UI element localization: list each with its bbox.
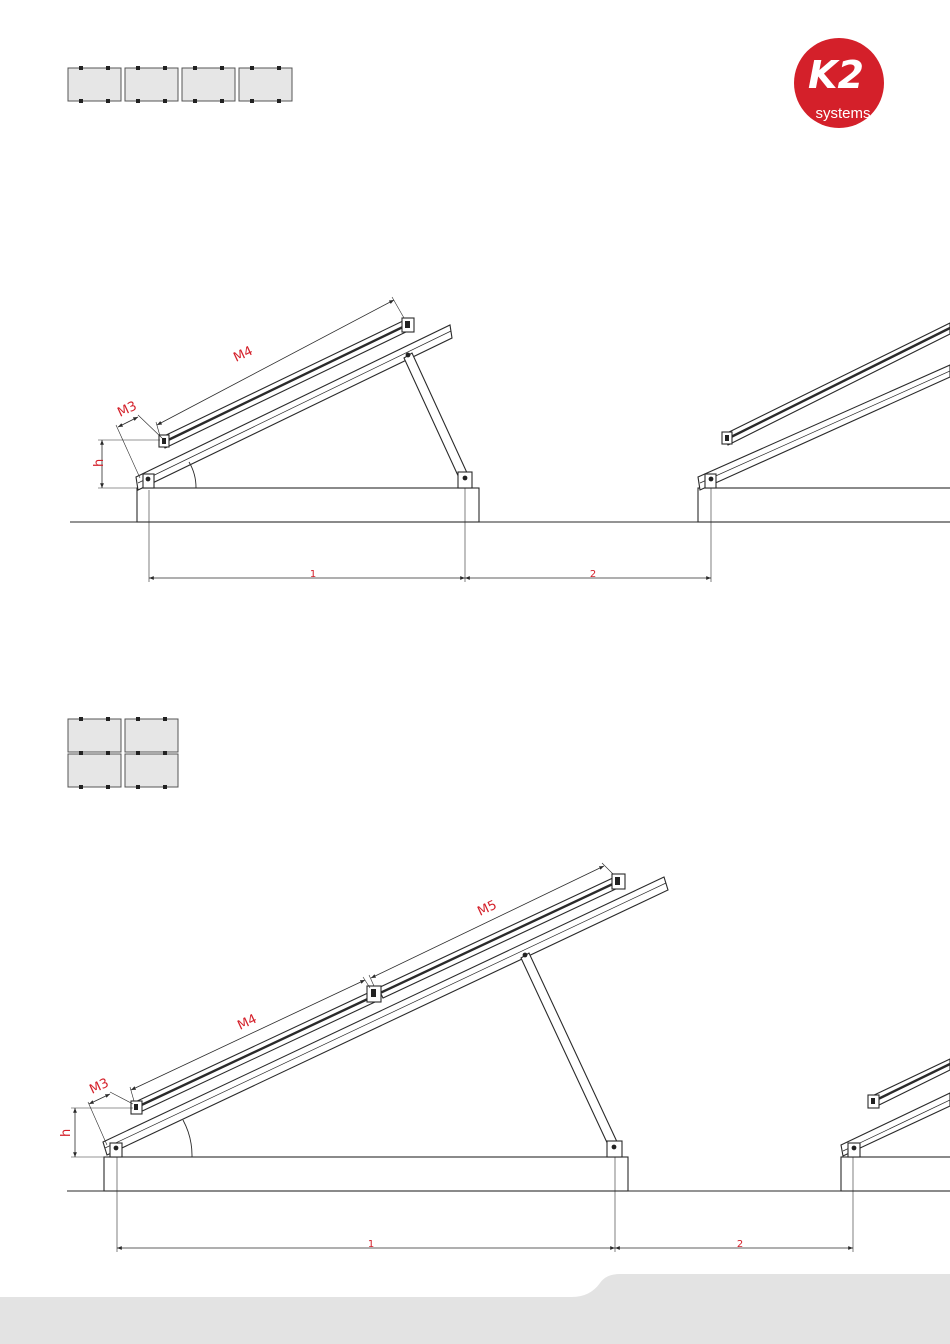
label-h: h: [59, 1129, 74, 1137]
footer-band: [0, 1274, 950, 1344]
label-dim-2: 2: [737, 1239, 743, 1250]
label-dim-2: 2: [590, 569, 596, 580]
logo-brand: K2: [808, 53, 864, 97]
layout-icon-bottom: [68, 719, 178, 787]
label-m3: M3: [87, 1076, 111, 1098]
module-clamp: [722, 432, 732, 444]
module-clamp: [367, 986, 381, 1002]
module-clamp: [131, 1101, 142, 1114]
k2-systems-logo: K2 systems: [794, 38, 884, 128]
tilt-angle-arc: [189, 462, 196, 488]
labels-bottom: M5 M4 M3 h 1 2: [59, 898, 743, 1250]
module-clamp: [868, 1095, 879, 1108]
module-clamp: [612, 874, 625, 889]
label-dim-1: 1: [310, 569, 316, 580]
ballast-block: [104, 1157, 628, 1191]
ballast-block-next: [841, 1157, 950, 1191]
tilt-angle-arc: [183, 1120, 192, 1157]
label-dim-1: 1: [368, 1239, 374, 1250]
label-m3: M3: [115, 399, 139, 421]
ballast-block-next: [698, 488, 950, 522]
diagram-top: [70, 297, 950, 582]
label-h: h: [92, 459, 107, 467]
diagram-bottom: [67, 863, 950, 1252]
ballast-block: [137, 488, 479, 522]
label-m4: M4: [231, 344, 255, 366]
base-rail: [103, 877, 668, 1155]
label-m4: M4: [235, 1012, 259, 1034]
label-m5: M5: [475, 898, 499, 920]
rear-strut: [404, 353, 468, 480]
logo-sub: systems: [815, 105, 870, 122]
layout-icon-top: [68, 68, 292, 101]
module-clamp: [402, 318, 414, 332]
rear-strut: [521, 953, 618, 1149]
